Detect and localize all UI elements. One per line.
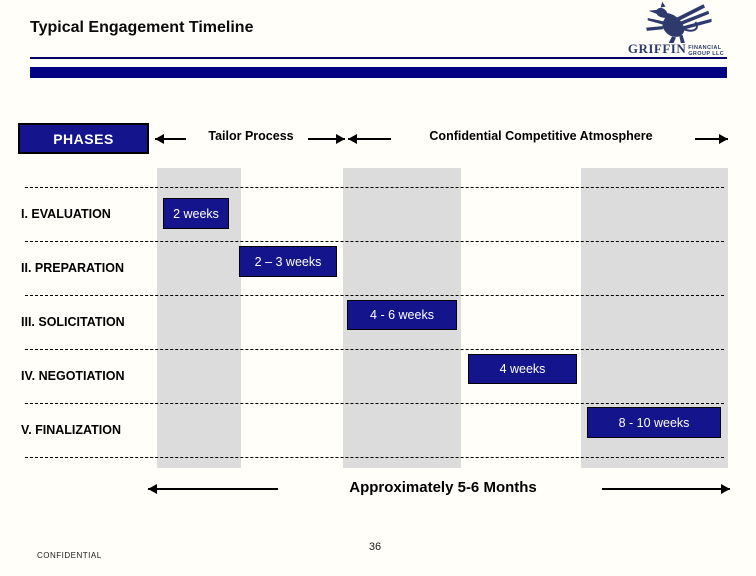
dashed-separator — [25, 295, 724, 296]
phase-label-evaluation: I. EVALUATION — [21, 207, 111, 221]
duration-bar-evaluation: 2 weeks — [163, 198, 229, 229]
arrow-right-icon — [602, 484, 730, 494]
dashed-separator — [25, 403, 724, 404]
dashed-separator — [25, 349, 724, 350]
arrow-right-icon — [695, 134, 728, 144]
duration-bar-negotiation: 4 weeks — [468, 354, 577, 384]
phase-label-negotiation: IV. NEGOTIATION — [21, 369, 125, 383]
griffin-icon — [646, 1, 712, 43]
arrow-right-icon — [308, 134, 345, 144]
competitive-atmosphere-label: Confidential Competitive Atmosphere — [429, 129, 653, 143]
phase-label-preparation: II. PREPARATION — [21, 261, 125, 275]
dashed-separator — [25, 241, 724, 242]
total-duration-label: Approximately 5-6 Months — [349, 479, 537, 496]
arrow-left-icon — [348, 134, 391, 144]
confidential-footer: CONFIDENTIAL — [37, 551, 102, 560]
page-title: Typical Engagement Timeline — [30, 19, 254, 36]
logo-subtext: FINANCIAL GROUP LLC — [688, 45, 725, 57]
page-number: 36 — [368, 541, 382, 553]
phase-label-finalization: V. FINALIZATION — [21, 423, 121, 437]
arrow-left-icon — [155, 134, 186, 144]
duration-bar-preparation: 2 – 3 weeks — [239, 246, 337, 277]
title-rule-thick — [30, 67, 727, 78]
duration-bar-solicitation: 4 - 6 weeks — [347, 300, 457, 330]
logo-text: GRIFFIN FINANCIAL GROUP LLC — [628, 41, 724, 57]
phase-label-solicitation: III. SOLICITATION — [21, 315, 125, 329]
arrow-left-icon — [148, 484, 278, 494]
dashed-separator — [25, 457, 724, 458]
logo-wordmark: GRIFFIN — [627, 41, 687, 56]
duration-bar-finalization: 8 - 10 weeks — [587, 407, 721, 438]
phases-header-box: PHASES — [18, 123, 149, 154]
logo: GRIFFIN FINANCIAL GROUP LLC — [624, 1, 728, 57]
tailor-process-label: Tailor Process — [208, 129, 294, 143]
dashed-separator — [25, 187, 724, 188]
title-rule-thin — [30, 57, 727, 59]
